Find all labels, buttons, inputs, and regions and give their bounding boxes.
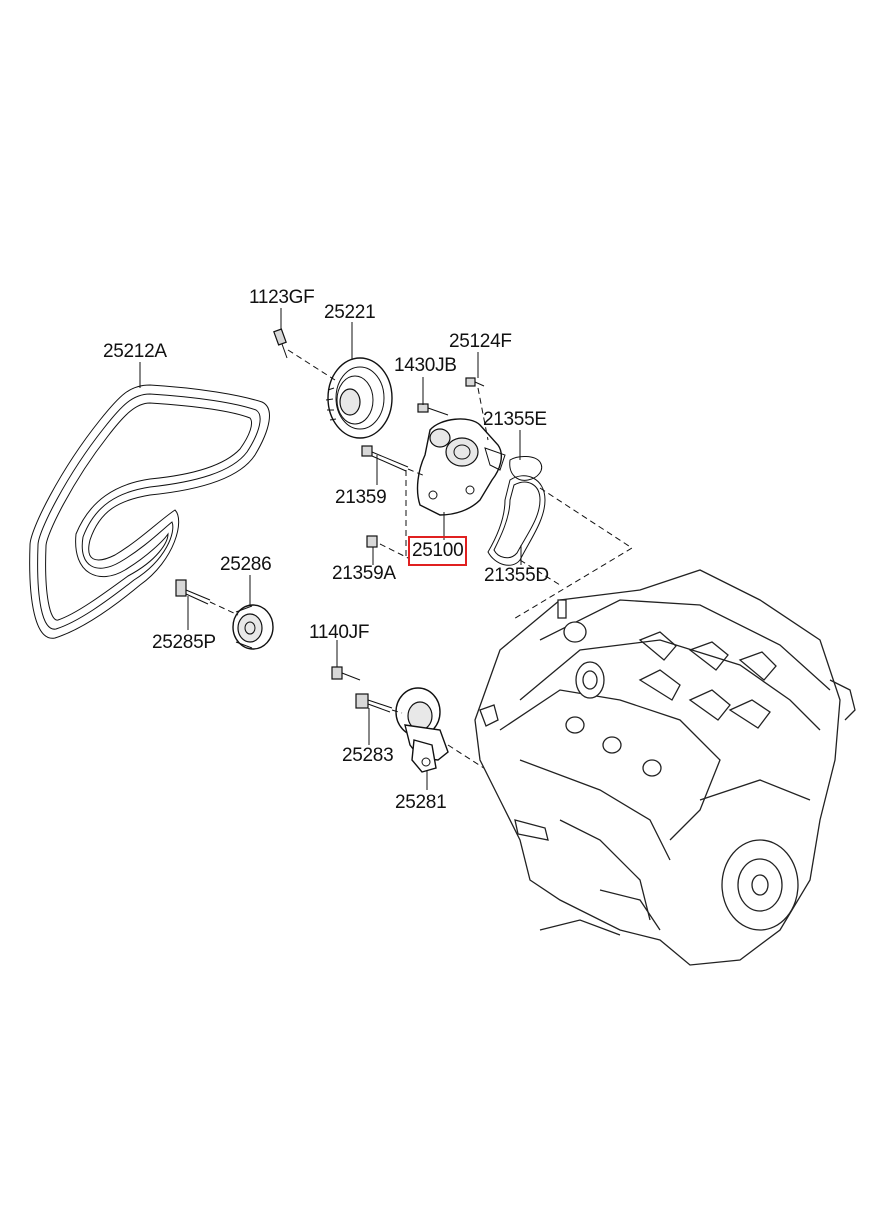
part-label-25212a[interactable]: 25212A <box>103 341 167 362</box>
part-label-21355e[interactable]: 21355E <box>483 409 547 430</box>
part-label-21359[interactable]: 21359 <box>335 487 387 508</box>
pulley[interactable] <box>325 357 393 439</box>
water-pump[interactable] <box>416 418 506 516</box>
idler-pulley[interactable] <box>232 604 274 650</box>
drive-belt[interactable] <box>29 384 270 639</box>
part-label-25285p[interactable]: 25285P <box>152 632 216 653</box>
bolt-1140jf[interactable] <box>331 666 361 681</box>
part-label-1140jf[interactable]: 1140JF <box>309 622 370 643</box>
bolt-1123gf[interactable] <box>273 328 288 359</box>
bolt-25124f[interactable] <box>465 377 485 387</box>
part-label-25283[interactable]: 25283 <box>342 745 394 766</box>
o-ring-21355e[interactable] <box>509 456 543 481</box>
tensioner[interactable] <box>395 687 449 773</box>
part-label-21359a[interactable]: 21359A <box>332 563 396 584</box>
part-label-25281[interactable]: 25281 <box>395 792 447 813</box>
part-label-25100[interactable]: 25100 <box>407 536 468 566</box>
part-label-21355d[interactable]: 21355D <box>484 565 549 586</box>
bolt-25285p[interactable] <box>175 579 211 605</box>
leader-lines <box>139 308 522 790</box>
part-label-25286[interactable]: 25286 <box>220 554 272 575</box>
part-label-25124f[interactable]: 25124F <box>449 331 512 352</box>
part-label-1123gf[interactable]: 1123GF <box>249 287 315 308</box>
bolt-21359[interactable] <box>361 445 409 472</box>
part-label-25221[interactable]: 25221 <box>324 302 376 323</box>
engine-assembly <box>474 569 856 966</box>
bolt-21359a[interactable] <box>366 535 378 548</box>
bolt-1430jb[interactable] <box>417 403 449 416</box>
gasket-21355d[interactable] <box>487 475 546 566</box>
bolt-25283[interactable] <box>355 693 393 713</box>
part-label-1430jb[interactable]: 1430JB <box>394 355 457 376</box>
